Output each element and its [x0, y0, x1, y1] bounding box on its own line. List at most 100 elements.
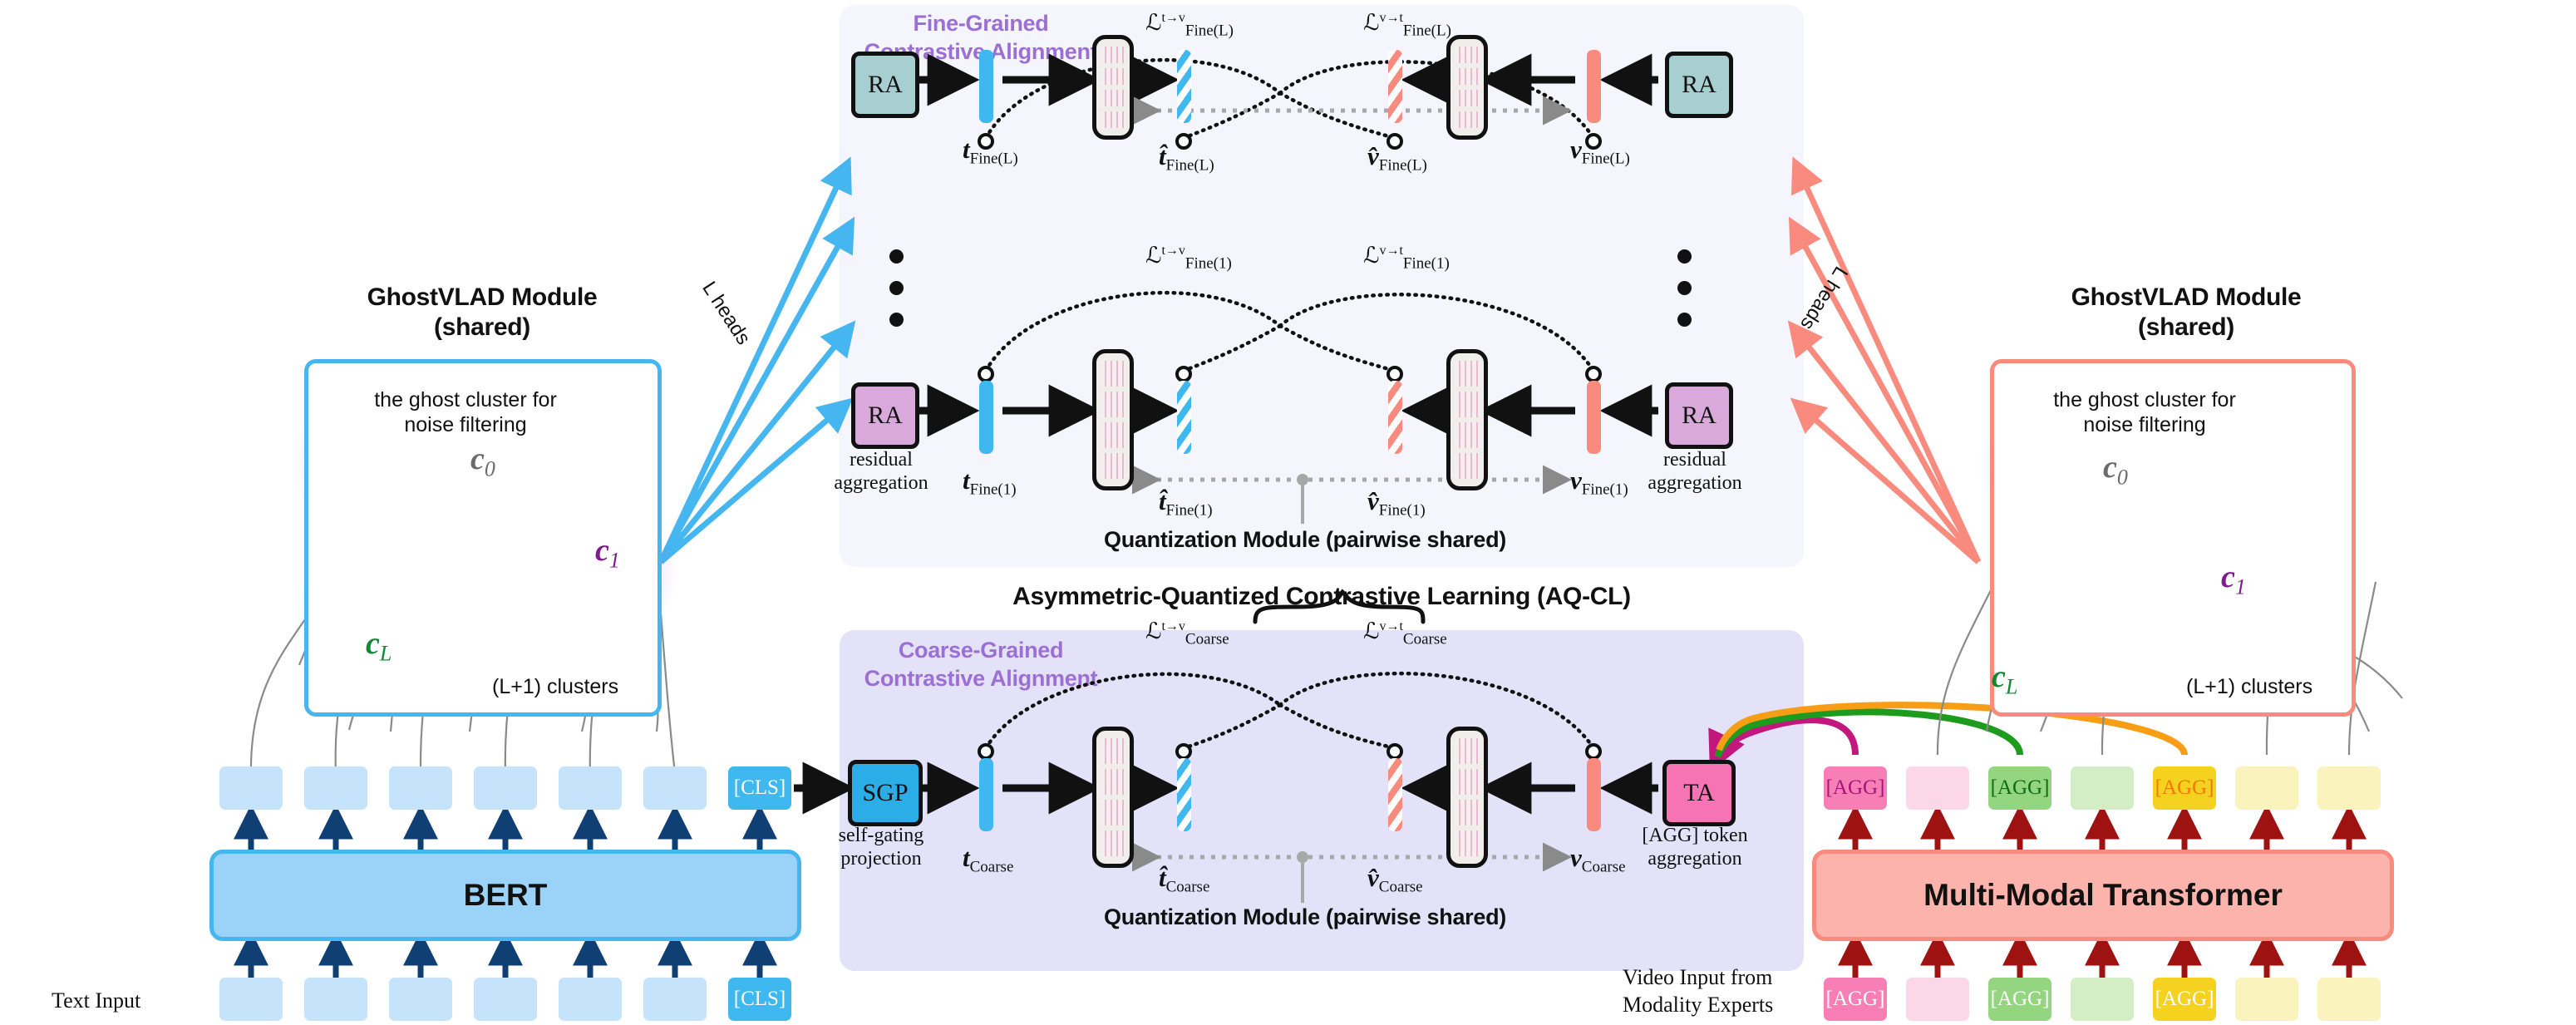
coarse-video-quantized-bar	[1388, 758, 1402, 831]
fine-L-right-ra-block[interactable]: RA	[1665, 52, 1733, 118]
coarse-text-codebook	[1092, 727, 1134, 868]
fine-1-t-hat-label: t̂Fine(1)	[1159, 486, 1213, 520]
ghostvlad-right-box	[1990, 359, 2356, 717]
fine-L-video-codebook	[1446, 35, 1488, 140]
coarse-text-quantized-bar	[1177, 758, 1191, 831]
text-input-token	[304, 978, 367, 1021]
video-input-token-7	[2317, 978, 2381, 1021]
mmt-output-token-6	[2235, 766, 2298, 810]
bert-output-token	[304, 766, 367, 810]
codebook-cell	[1455, 738, 1480, 764]
text-input-token	[559, 978, 622, 1021]
codebook-cell	[1455, 111, 1480, 128]
ghostvlad-left-clusters-label: (L+1) clusters	[492, 675, 619, 698]
fine-L-t-label: tFine(L)	[963, 135, 1018, 168]
codebook-cell	[1101, 68, 1125, 85]
coarse-video-codebook	[1446, 727, 1488, 868]
fine-1-text-codebook	[1092, 349, 1134, 490]
text-input-token	[643, 978, 707, 1021]
video-input-token-agg-1: [AGG]	[1824, 978, 1887, 1021]
mmt-output-token-agg-2: [AGG]	[1988, 766, 2051, 810]
fine-1-text-quantized-bar	[1177, 381, 1191, 454]
coarse-panel-title-line1: Coarse-Grained	[898, 638, 1064, 663]
text-input-cls-token: [CLS]	[728, 978, 791, 1021]
bert-output-token	[389, 766, 452, 810]
aqcl-title: Asymmetric-Quantized Contrastive Learnin…	[1012, 583, 1631, 610]
codebook-cell	[1101, 800, 1125, 825]
fine-L-v-label: vFine(L)	[1570, 135, 1630, 168]
fine-L-text-embedding-bar	[979, 50, 993, 123]
fine-quantization-module-caption: Quantization Module (pairwise shared)	[1104, 527, 1506, 552]
vertical-ellipsis-right	[1677, 249, 1692, 327]
loss-fine-L-v2t: ℒv→tFine(L)	[1363, 10, 1451, 40]
ghostvlad-left-title-line2: (shared)	[434, 313, 530, 341]
bert-output-token	[474, 766, 537, 810]
codebook-cell	[1101, 738, 1125, 764]
loss-coarse-v2t: ℒv→tCoarse	[1363, 618, 1447, 648]
fine-1-t-label: tFine(1)	[963, 466, 1017, 499]
fine-1-left-ra-block[interactable]: RA	[851, 382, 919, 449]
codebook-cell	[1101, 90, 1125, 106]
fine-L-text-quantized-bar	[1177, 50, 1191, 123]
ghostvlad-left-box	[304, 359, 662, 717]
codebook-cell	[1101, 111, 1125, 128]
bert-output-cls-token: [CLS]	[728, 766, 791, 810]
codebook-cell	[1455, 422, 1480, 448]
fine-1-right-ra-block[interactable]: RA	[1665, 382, 1733, 449]
video-input-token-agg-2: [AGG]	[1988, 978, 2051, 1021]
fine-1-video-quantized-bar	[1388, 381, 1402, 454]
codebook-cell	[1455, 800, 1480, 825]
text-input-token	[474, 978, 537, 1021]
coarse-panel-title-line2: Contrastive Alignment	[864, 665, 1098, 691]
mmt-output-token-7	[2317, 766, 2381, 810]
coarse-v-label: vCoarse	[1570, 843, 1626, 876]
video-input-token-4	[2071, 978, 2134, 1021]
coarse-panel-title: Coarse-Grained Contrastive Alignment	[856, 637, 1106, 693]
fine-1-v-hat-label: v̂Fine(1)	[1367, 486, 1426, 520]
fine-L-left-ra-block[interactable]: RA	[851, 52, 919, 118]
codebook-cell	[1101, 392, 1125, 417]
fine-L-v-hat-label: v̂Fine(L)	[1367, 141, 1427, 175]
mmt-output-token-agg-1: [AGG]	[1824, 766, 1887, 810]
ghostvlad-right-cL-label: cL	[1992, 659, 2018, 699]
mmt-output-token-2	[1906, 766, 1969, 810]
codebook-cell	[1101, 453, 1125, 479]
codebook-cell	[1455, 90, 1480, 106]
codebook-cell	[1455, 392, 1480, 417]
ghostvlad-left-cL-label: cL	[366, 626, 392, 666]
ta-block[interactable]: TA	[1662, 760, 1736, 826]
codebook-cell	[1455, 769, 1480, 795]
fine-L-text-codebook	[1092, 35, 1134, 140]
codebook-cell	[1455, 68, 1480, 85]
text-input-token	[219, 978, 283, 1021]
ghostvlad-right-title-line1: GhostVLAD Module	[2071, 283, 2302, 311]
ghostvlad-left-c0-label: c0	[470, 441, 495, 481]
video-input-label: Video Input from Modality Experts	[1623, 965, 1774, 1017]
coarse-quantization-module-caption: Quantization Module (pairwise shared)	[1104, 904, 1506, 929]
coarse-t-hat-label: t̂Coarse	[1159, 863, 1210, 896]
loss-fine-1-t2v: ℒt→vFine(1)	[1145, 243, 1232, 273]
codebook-cell	[1455, 830, 1480, 856]
ghostvlad-right-clusters-label: (L+1) clusters	[2186, 675, 2313, 698]
fine-L-video-quantized-bar	[1388, 50, 1402, 123]
coarse-text-embedding-bar	[979, 758, 993, 831]
multimodal-transformer-encoder[interactable]: Multi-Modal Transformer	[1812, 850, 2394, 941]
codebook-cell	[1101, 830, 1125, 856]
coarse-v-hat-label: v̂Coarse	[1367, 863, 1423, 896]
bert-encoder[interactable]: BERT	[209, 850, 801, 941]
sgp-block[interactable]: SGP	[848, 760, 923, 826]
fine-L-t-hat-label: t̂Fine(L)	[1159, 141, 1214, 175]
ghostvlad-right-c1-label: c1	[2221, 559, 2246, 599]
coarse-t-label: tCoarse	[963, 843, 1014, 876]
text-input-token	[389, 978, 452, 1021]
video-input-token-agg-3: [AGG]	[2153, 978, 2216, 1021]
coarse-video-embedding-bar	[1587, 758, 1601, 831]
codebook-cell	[1101, 47, 1125, 63]
vertical-ellipsis-left	[889, 249, 904, 327]
fine-1-v-label: vFine(1)	[1570, 466, 1628, 499]
bert-output-token	[643, 766, 707, 810]
